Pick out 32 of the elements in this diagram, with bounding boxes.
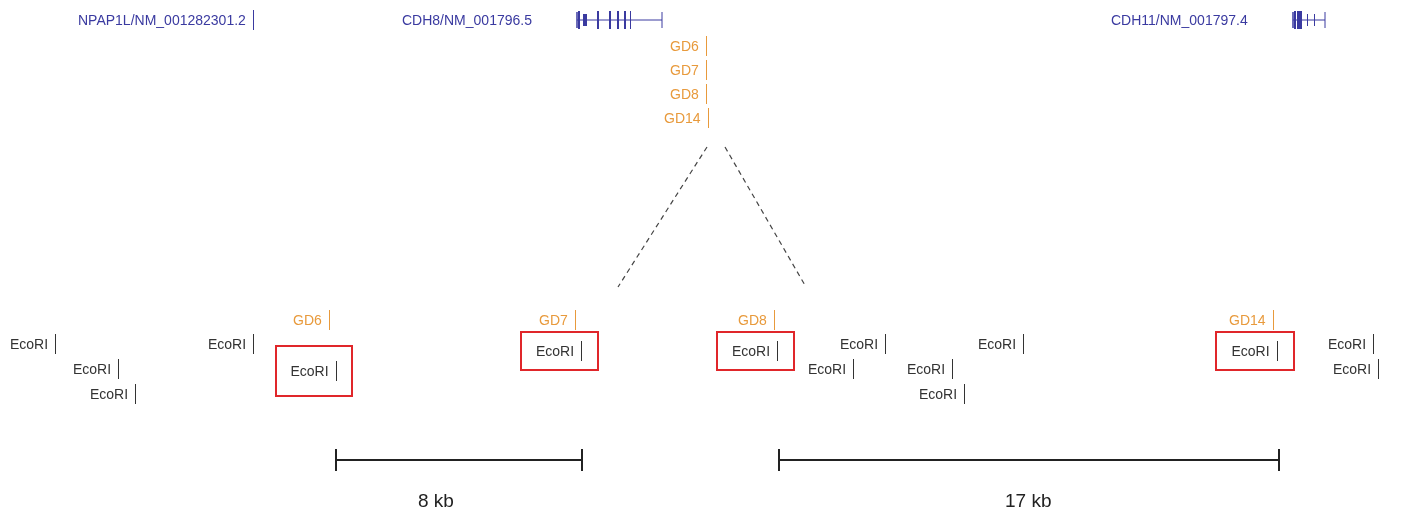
restriction-site-label: EcoRI	[919, 385, 967, 403]
restriction-site-label: EcoRI	[731, 342, 780, 360]
probe-label: GD8	[738, 311, 776, 329]
restriction-site-label: EcoRI	[1231, 342, 1279, 360]
scale-label: 8 kb	[418, 490, 454, 512]
restriction-site-label: EcoRI	[808, 360, 856, 378]
probe-label: GD6	[670, 37, 708, 55]
restriction-site-label: EcoRI	[840, 335, 888, 353]
restriction-site-label: EcoRI	[1333, 360, 1381, 378]
restriction-site-label: EcoRI	[90, 385, 138, 403]
probe-label: GD14	[664, 109, 710, 127]
highlight-box	[520, 331, 599, 371]
highlight-box	[275, 345, 353, 397]
scale-label: 17 kb	[1005, 490, 1052, 512]
gene-label: CDH8/NM_001796.5	[402, 11, 532, 29]
restriction-site-label: EcoRI	[10, 335, 58, 353]
restriction-site-label: EcoRI	[978, 335, 1026, 353]
restriction-site-label: EcoRI	[1328, 335, 1376, 353]
probe-label: GD8	[670, 85, 708, 103]
highlight-box	[716, 331, 795, 371]
highlight-box	[1215, 331, 1295, 371]
gene-label: CDH11/NM_001797.4	[1111, 11, 1248, 29]
probe-label: GD14	[1229, 311, 1275, 329]
restriction-site-label: EcoRI	[535, 342, 584, 360]
restriction-site-label: EcoRI	[290, 362, 338, 380]
probe-label: GD7	[539, 311, 577, 329]
restriction-site-label: EcoRI	[208, 335, 256, 353]
probe-label: GD6	[293, 311, 331, 329]
gene-label: NPAP1L/NM_001282301.2	[78, 11, 255, 29]
probe-label: GD7	[670, 61, 708, 79]
restriction-site-label: EcoRI	[907, 360, 955, 378]
restriction-site-label: EcoRI	[73, 360, 121, 378]
